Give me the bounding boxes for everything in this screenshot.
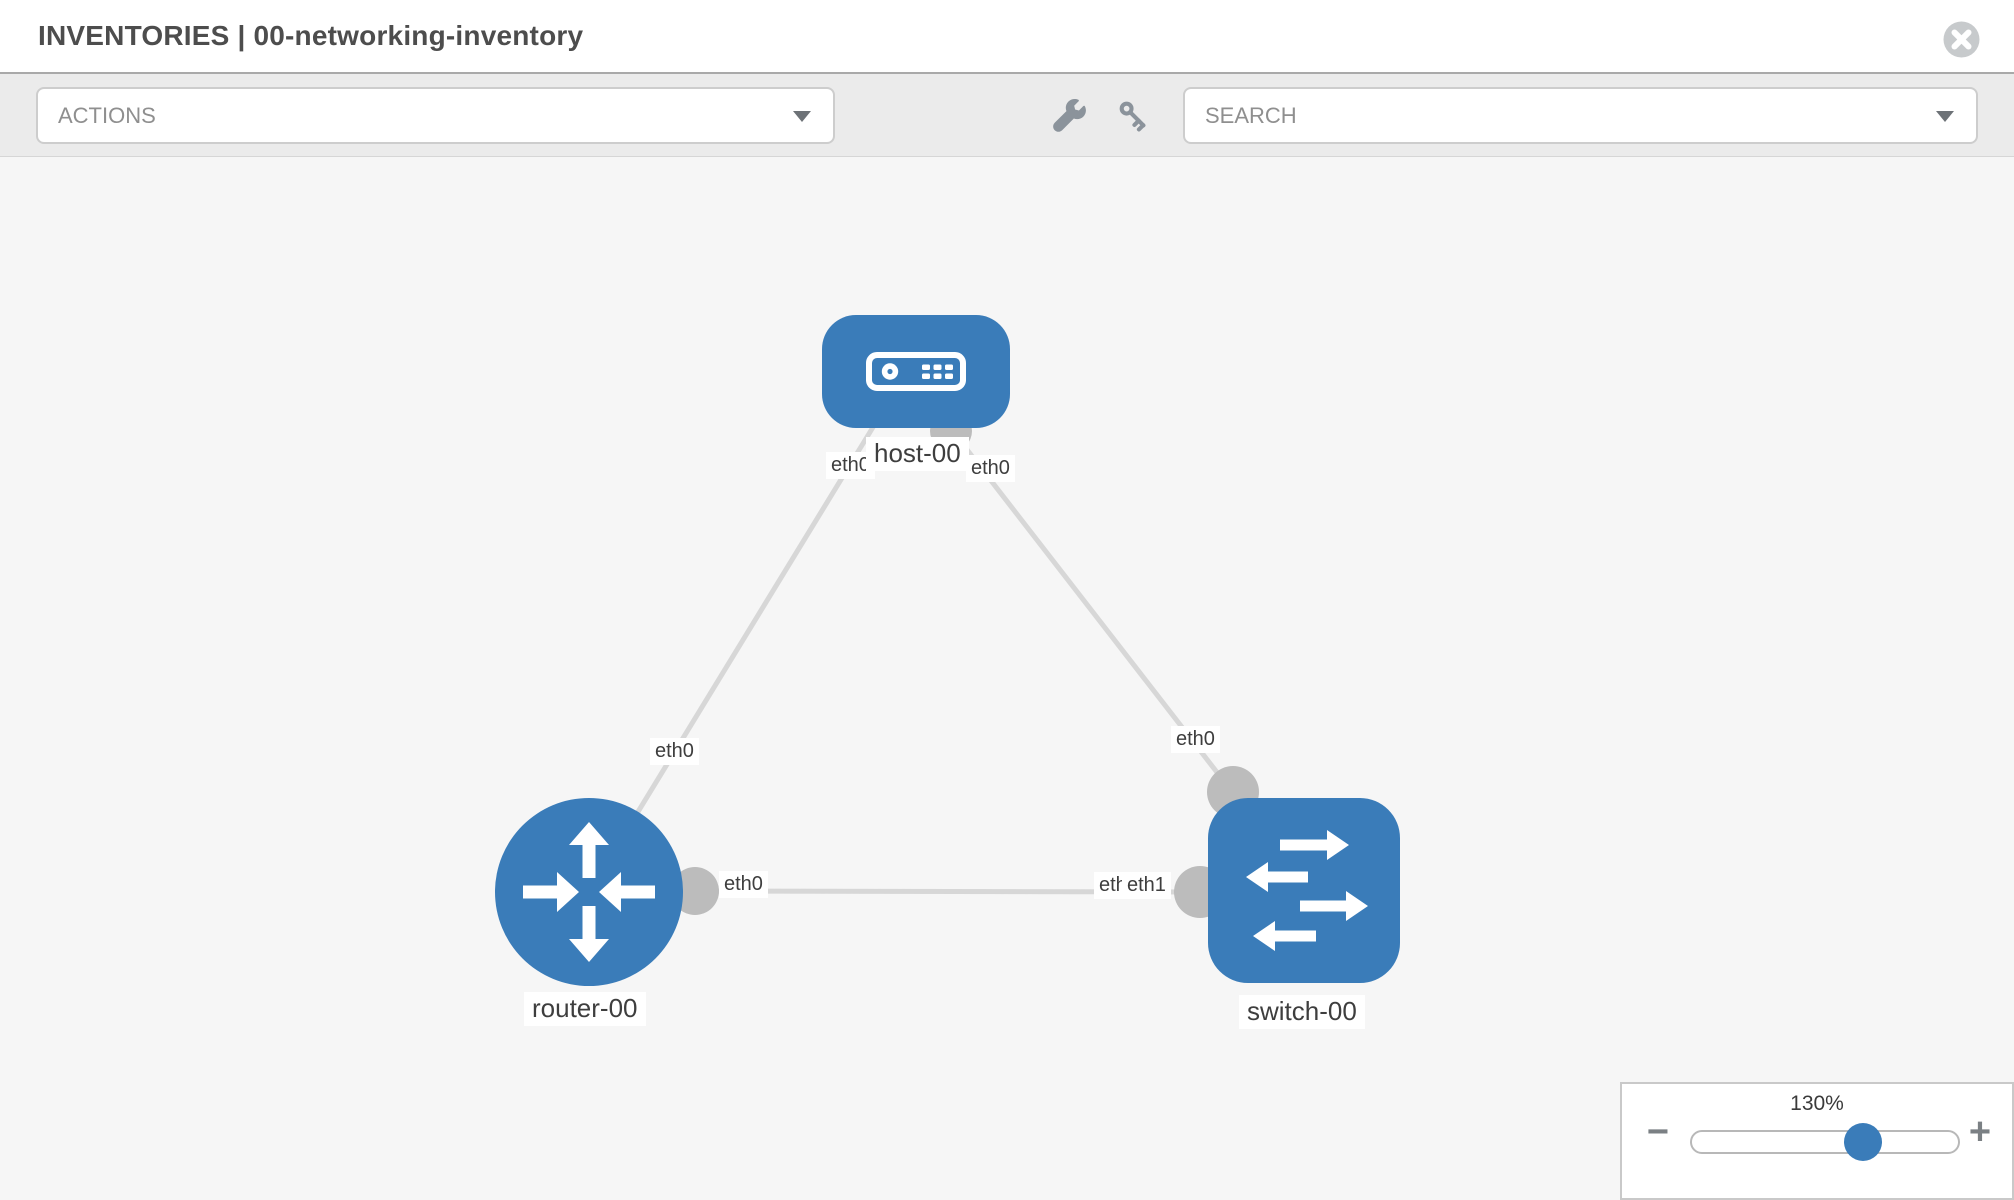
actions-dropdown[interactable]: ACTIONS [36, 87, 835, 144]
topology-canvas[interactable]: eth0 host-00 eth0 eth0 eth0 eth0 eth0 et… [0, 157, 2014, 1200]
zoom-panel: 130% − + [1620, 1082, 2014, 1200]
node-host-00[interactable] [822, 315, 1010, 428]
zoom-in-button[interactable]: + [1968, 1111, 1992, 1153]
interface-label-host-eth0-left: eth0 [826, 452, 875, 479]
zoom-out-button[interactable]: − [1646, 1111, 1670, 1153]
interface-label-router-eth0-top: eth0 [650, 738, 699, 765]
chevron-down-icon [1936, 110, 1954, 122]
actions-dropdown-label: ACTIONS [58, 103, 156, 128]
search-placeholder: SEARCH [1205, 103, 1297, 128]
node-label-switch: switch-00 [1239, 995, 1365, 1029]
modal-header: INVENTORIES | 00-networking-inventory [0, 0, 2014, 72]
page-title: INVENTORIES | 00-networking-inventory [38, 20, 584, 51]
zoom-slider-track[interactable] [1690, 1123, 1960, 1161]
interface-label-router-eth0-right: eth0 [719, 871, 768, 898]
toolbar: ACTIONS SEARCH [0, 72, 2014, 157]
node-router-00[interactable] [495, 798, 683, 986]
key-icon [1119, 101, 1146, 132]
interface-label-switch-eth1: eth1 [1122, 872, 1171, 899]
tools-button[interactable] [1049, 97, 1087, 135]
zoom-slider-thumb[interactable] [1844, 1123, 1882, 1161]
chevron-down-icon [793, 110, 811, 122]
zoom-level-label: 130% [1790, 1092, 1844, 1115]
interface-label-host-eth0-right: eth0 [966, 455, 1015, 482]
close-icon [1943, 21, 1980, 58]
switch-icon [1246, 830, 1368, 951]
node-label-host: host-00 [866, 437, 969, 471]
router-icon [523, 822, 655, 962]
wrench-icon [1053, 98, 1086, 132]
credentials-button[interactable] [1115, 97, 1153, 135]
node-label-router: router-00 [524, 992, 646, 1026]
interface-label-switch-eth0-top: eth0 [1171, 726, 1220, 753]
node-switch-00[interactable] [1208, 798, 1400, 983]
host-icon [866, 352, 966, 391]
search-dropdown[interactable]: SEARCH [1183, 87, 1978, 144]
close-button[interactable] [1943, 21, 1980, 58]
topology-edges [586, 416, 1236, 895]
